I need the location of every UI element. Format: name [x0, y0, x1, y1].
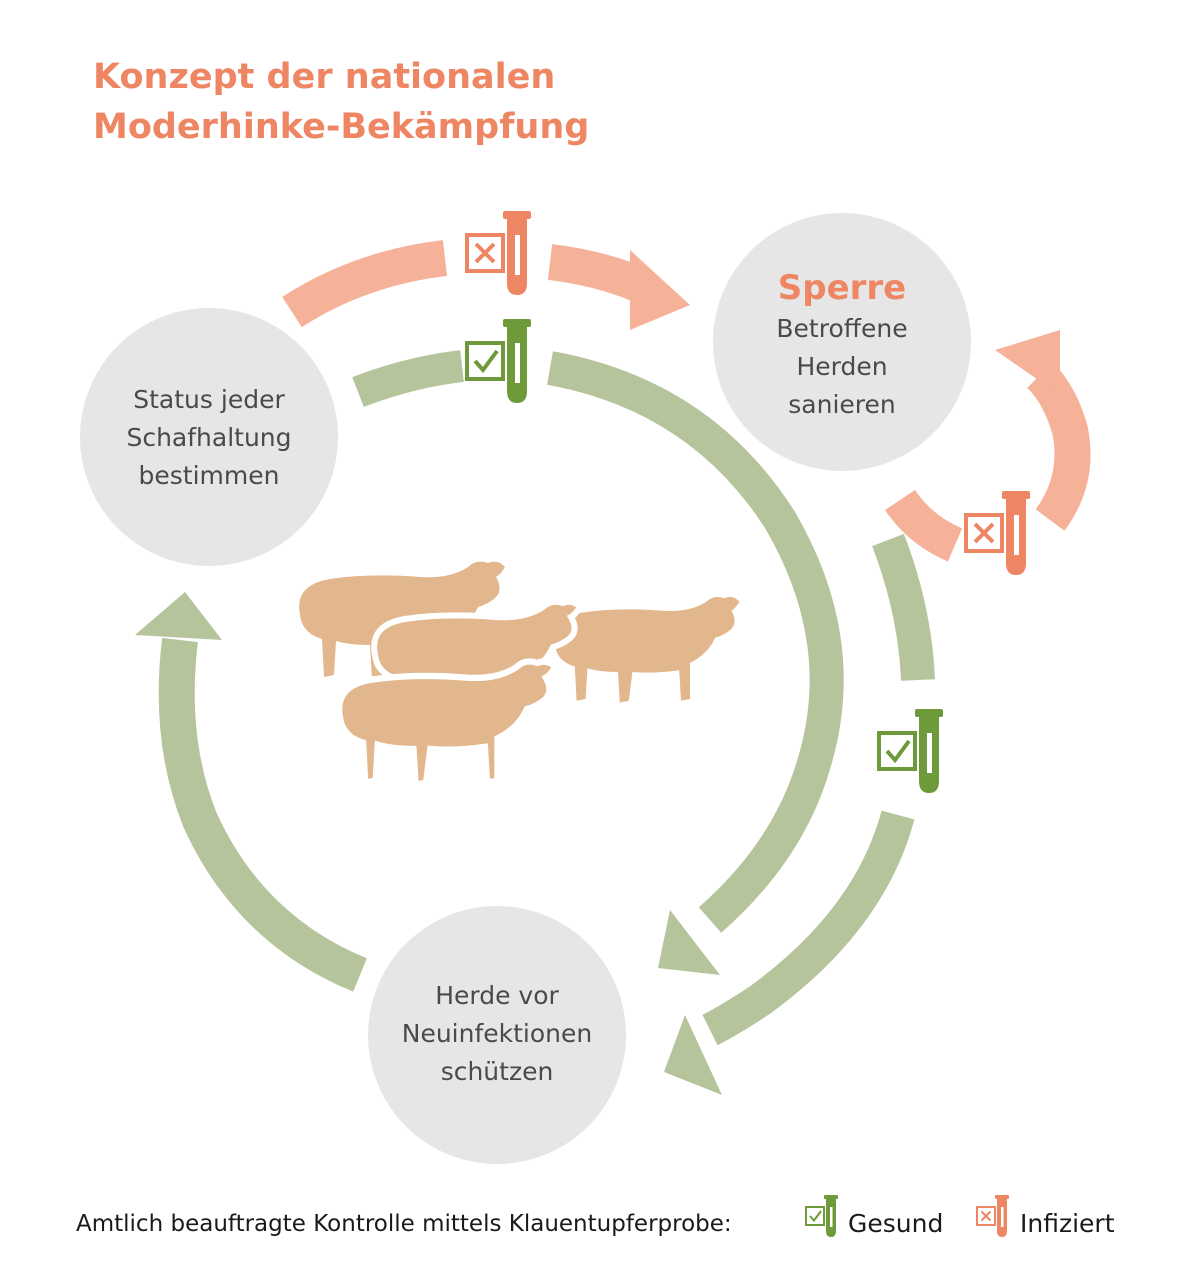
test-tube-check-icon [877, 707, 945, 795]
node-schutz-circle [368, 906, 626, 1164]
node-status-line-1: Status jeder [133, 385, 285, 414]
node-sperre-line-3: sanieren [788, 390, 896, 419]
arrow-status-to-sperre [282, 240, 690, 330]
test-tube-check-icon [465, 317, 533, 405]
title-line-2: Moderhinke-Bekämpfung [93, 107, 590, 147]
node-status-line-3: bestimmen [138, 461, 280, 490]
legend-healthy-icon [805, 1194, 839, 1238]
node-schutz-line-3: schützen [440, 1057, 554, 1086]
node-status-text: Status jeder Schafhaltung bestimmen [89, 381, 329, 495]
node-status-line-2: Schafhaltung [126, 423, 292, 452]
arrow-sperre-to-schutz [664, 533, 935, 1095]
node-sperre-heading: Sperre [777, 268, 907, 308]
arrow-sperre-loop [885, 330, 1091, 562]
sheep-flock-icon [299, 561, 740, 785]
legend-infected-label: Infiziert [1020, 1209, 1115, 1238]
node-schutz-line-1: Herde vor [435, 981, 559, 1010]
arrow-status-to-schutz [352, 350, 844, 975]
test-tube-cross-icon [465, 209, 533, 297]
title-line-1: Konzept der nationalen [93, 57, 556, 97]
legend-label: Amtlich beauftragte Kontrolle mittels Kl… [76, 1211, 732, 1237]
node-sperre-circle [713, 213, 971, 471]
node-sperre-text: Sperre Betroffene Herden sanieren [722, 266, 962, 424]
arrow-schutz-to-status [135, 592, 367, 992]
node-sperre-line-1: Betroffene [776, 314, 908, 343]
node-schutz-text: Herde vor Neuinfektionen schützen [367, 977, 627, 1091]
legend-healthy-label: Gesund [848, 1209, 944, 1238]
node-status-circle [80, 308, 338, 566]
test-tube-cross-icon [964, 489, 1032, 577]
node-schutz-line-2: Neuinfektionen [401, 1019, 593, 1048]
page-title: Konzept der nationalen Moderhinke-Bekämp… [93, 52, 589, 152]
node-sperre-line-2: Herden [796, 352, 888, 381]
legend-infected-icon [976, 1194, 1010, 1238]
